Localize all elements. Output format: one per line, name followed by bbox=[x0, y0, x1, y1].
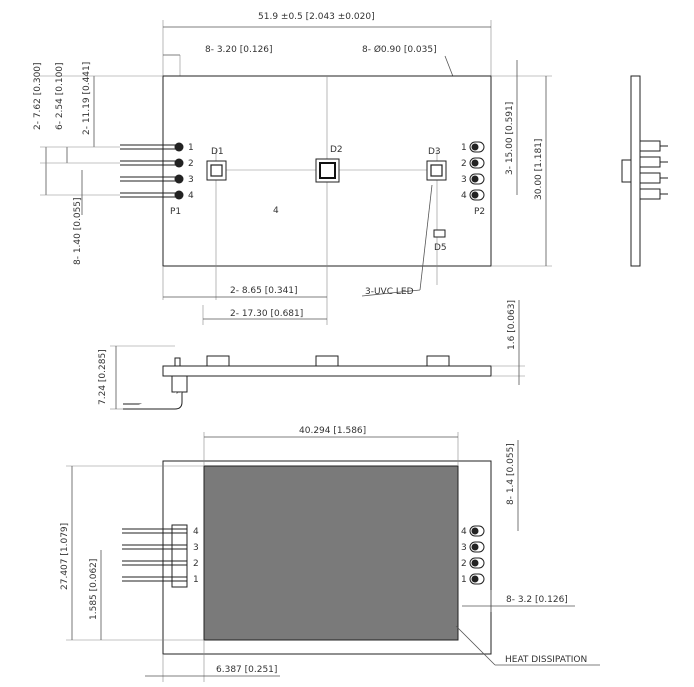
top-view: 51.9 ±0.5 [2.043 ±0.020] 8- 3.20 [0.126]… bbox=[33, 12, 552, 325]
bottom-right-pins: 4 3 2 1 bbox=[461, 525, 485, 585]
bottom-left-pin-1: 1 bbox=[193, 575, 199, 585]
left-dim-4: 8- 1.40 [0.055] bbox=[73, 197, 83, 265]
left-pin-2: 2 bbox=[188, 159, 194, 169]
right-pin-4: 4 bbox=[461, 191, 467, 201]
left-pin-1: 1 bbox=[188, 143, 194, 153]
bottom-dim-2: 2- 17.30 [0.681] bbox=[230, 309, 303, 319]
led-d2-label: D2 bbox=[330, 145, 343, 155]
right-dim-2: 30.00 [1.181] bbox=[534, 139, 544, 200]
bottom-left-pin-2: 2 bbox=[193, 559, 199, 569]
heat-dissipation-label: HEAT DISSIPATION bbox=[505, 655, 587, 665]
led-d2: D2 bbox=[315, 145, 343, 183]
bottom-view: 40.294 [1.586] 27.407 [1.079] 1.585 [0.0… bbox=[60, 426, 600, 682]
bottom-right-dim-1: 8- 1.4 [0.055] bbox=[506, 443, 516, 505]
uvc-led-callout: 3-UVC LED bbox=[365, 287, 414, 297]
right-pin-3: 3 bbox=[461, 175, 467, 185]
left-pin-header: 1 2 3 4 P1 bbox=[120, 142, 194, 217]
side-height-dim: 7.24 [0.285] bbox=[98, 349, 108, 405]
center-label: 4 bbox=[273, 206, 279, 216]
heat-dissipation-pad bbox=[203, 465, 459, 641]
bottom-right-pin-4: 4 bbox=[461, 527, 467, 537]
bottom-dim-1: 2- 8.65 [0.341] bbox=[230, 286, 298, 296]
led-d5 bbox=[433, 229, 446, 238]
left-pin-3: 3 bbox=[188, 175, 194, 185]
led-d5-label: D5 bbox=[434, 243, 447, 253]
right-pin-2: 2 bbox=[461, 159, 467, 169]
front-side-view: 7.24 [0.285] 1.6 [0.063] bbox=[98, 300, 525, 410]
hole-dia-label: 8- Ø0.90 [0.035] bbox=[362, 44, 437, 55]
bottom-left-pin-4: 4 bbox=[193, 527, 199, 537]
led-d1-label: D1 bbox=[211, 147, 224, 157]
led-d1: D1 bbox=[206, 147, 227, 181]
bottom-left-offset-dim: 6.387 [0.251] bbox=[216, 665, 277, 675]
bottom-right-pin-1: 1 bbox=[461, 575, 467, 585]
connector-p2-label: P2 bbox=[474, 207, 485, 217]
bottom-right-pin-3: 3 bbox=[461, 543, 467, 553]
bottom-right-pin-2: 2 bbox=[461, 559, 467, 569]
right-side-view bbox=[621, 75, 668, 267]
bottom-right-dim-2: 8- 3.2 [0.126] bbox=[506, 595, 568, 605]
overall-width-label: 51.9 ±0.5 [2.043 ±0.020] bbox=[258, 12, 375, 22]
hole-spacing-label: 8- 3.20 [0.126] bbox=[205, 45, 273, 55]
right-pin-header: 1 2 3 4 P2 bbox=[461, 141, 485, 217]
bottom-left-pins: 4 3 2 1 bbox=[122, 524, 199, 588]
pad-width-dim: 40.294 [1.586] bbox=[299, 426, 366, 436]
left-dim-1: 2- 7.62 [0.300] bbox=[33, 62, 43, 130]
left-dim-3: 2- 11.19 [0.441] bbox=[82, 62, 92, 135]
bottom-pin-offset-dim: 1.585 [0.062] bbox=[89, 559, 99, 620]
connector-p1-label: P1 bbox=[170, 207, 181, 217]
side-pcb-dim: 1.6 [0.063] bbox=[507, 300, 517, 350]
bottom-left-pin-3: 3 bbox=[193, 543, 199, 553]
left-dim-2: 6- 2.54 [0.100] bbox=[55, 62, 65, 130]
right-pin-1: 1 bbox=[461, 143, 467, 153]
right-dim-1: 3- 15.00 [0.591] bbox=[505, 102, 515, 175]
led-d3: D3 bbox=[426, 147, 447, 181]
left-pin-4: 4 bbox=[188, 191, 194, 201]
led-d3-label: D3 bbox=[428, 147, 441, 157]
bottom-height-dim: 27.407 [1.079] bbox=[60, 523, 70, 590]
